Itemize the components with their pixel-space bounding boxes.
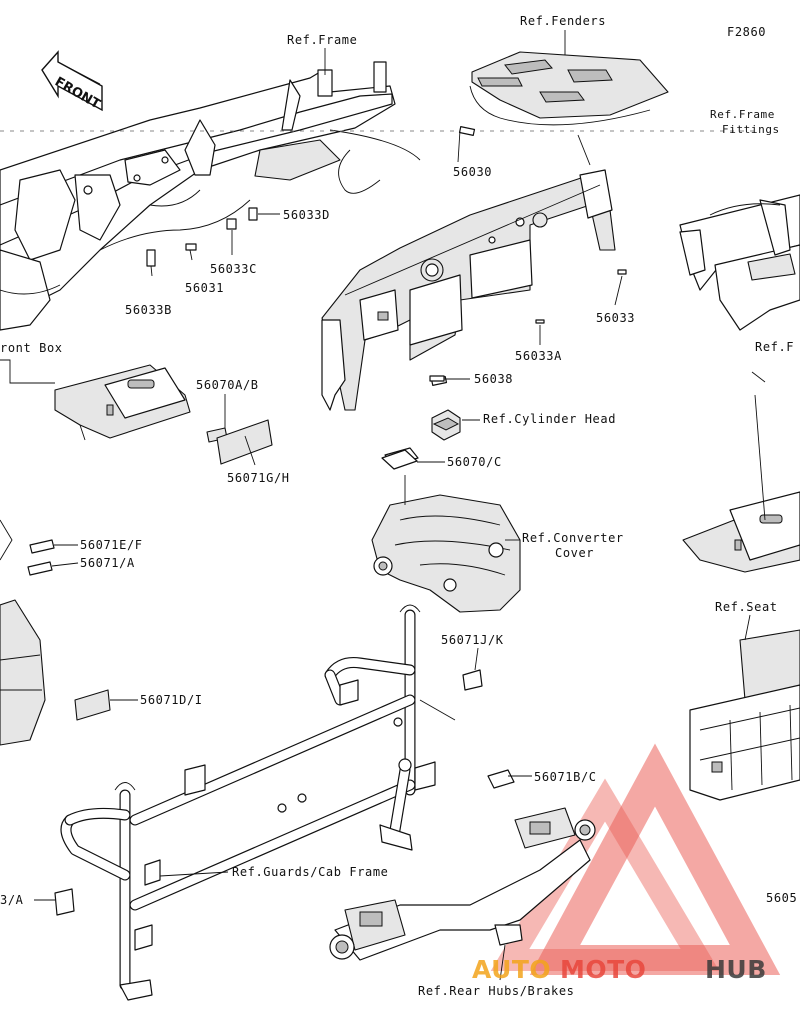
ref-rear-hubs-brakes-label: Ref.Rear Hubs/Brakes (418, 984, 575, 998)
part-56070AB[interactable]: 56070A/B (196, 378, 259, 392)
watermark-moto: MOTO (560, 955, 646, 984)
stickers (27, 126, 627, 916)
front-arrow-icon: FRONT (41, 50, 103, 112)
ref-frame-label: Ref.Frame (287, 33, 357, 47)
part-56038[interactable]: 56038 (474, 372, 513, 386)
ref-converter-cover-label-1: Ref.Converter (522, 531, 624, 545)
ref-cylinder-head-label: Ref.Cylinder Head (483, 412, 616, 426)
part-56071BC[interactable]: 56071B/C (534, 770, 597, 784)
ref-seat-label: Ref.Seat (715, 600, 778, 614)
part-56031[interactable]: 56031 (185, 281, 224, 295)
part-5605[interactable]: 5605 (766, 891, 797, 905)
right-box (682, 491, 800, 573)
part-56071EF[interactable]: 56071E/F (80, 538, 143, 552)
dash-panel (321, 169, 616, 411)
leader-lines (0, 30, 766, 981)
watermark-hub: HUB (705, 955, 767, 984)
left-side-assembly (0, 519, 46, 746)
main-frame (0, 61, 396, 331)
part-56071A[interactable]: 56071/A (80, 556, 135, 570)
part-56071DI[interactable]: 56071D/I (140, 693, 203, 707)
seat-assembly (689, 629, 800, 801)
part-56030[interactable]: 56030 (453, 165, 492, 179)
cylinder-head-part (430, 376, 461, 441)
ref-guards-cab-frame-label: Ref.Guards/Cab Frame (232, 865, 389, 879)
part-56033[interactable]: 56033 (596, 311, 635, 325)
part-56071JK[interactable]: 56071J/K (441, 633, 504, 647)
right-frame: Ref.Frame Fittings (679, 108, 800, 331)
part-56033C[interactable]: 56033C (210, 262, 257, 276)
cab-frame (60, 604, 436, 1001)
ref-frame-right-label: Ref.F (755, 340, 794, 354)
ref-converter-cover-label-2: Cover (555, 546, 594, 560)
part-56033D[interactable]: 56033D (283, 208, 330, 222)
ref-fenders-label: Ref.Fenders (520, 14, 606, 28)
ref-front-box-label: ront Box (0, 341, 63, 355)
part-3A[interactable]: 3/A (0, 893, 24, 907)
ref-frame-fittings-bottom: Fittings (722, 123, 780, 136)
ref-frame-fittings-top: Ref.Frame (710, 108, 775, 121)
rear-hubs-brakes (329, 807, 596, 961)
part-56071GH[interactable]: 56071G/H (227, 471, 290, 485)
part-56033B[interactable]: 56033B (125, 303, 172, 317)
part-56033A[interactable]: 56033A (515, 349, 562, 363)
front-box (54, 364, 191, 441)
part-56070C[interactable]: 56070/C (447, 455, 502, 469)
converter-cover (371, 447, 521, 613)
fenders (329, 51, 669, 194)
diagram-code: F2860 (727, 25, 766, 39)
watermark-text: AUTO MOTO HUB (472, 955, 767, 984)
watermark-auto: AUTO (472, 955, 551, 984)
